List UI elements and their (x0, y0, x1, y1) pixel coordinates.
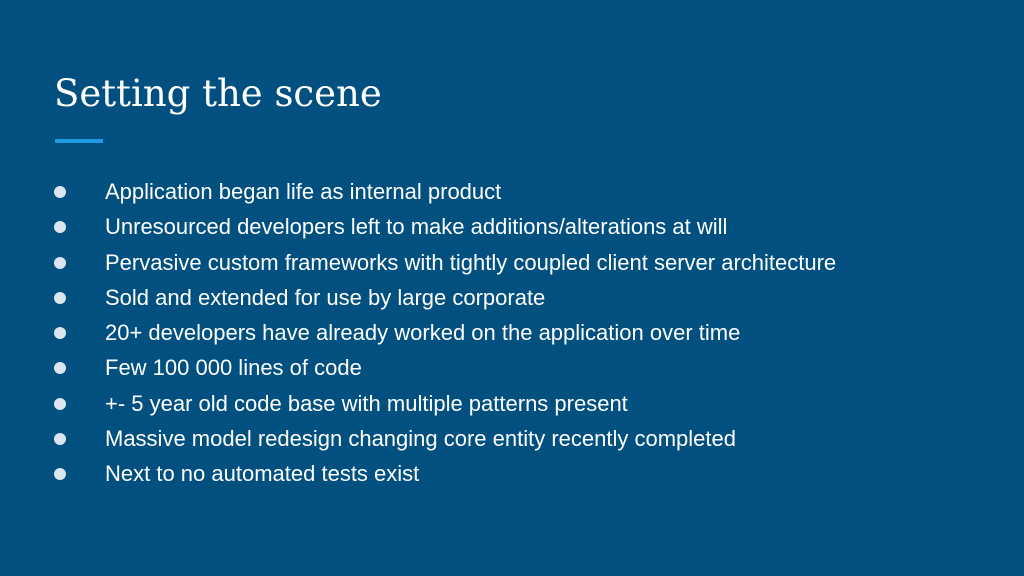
bullet-dot-icon (54, 327, 66, 340)
bullet-text: Few 100 000 lines of code (105, 355, 362, 381)
bullet-text: +- 5 year old code base with multiple pa… (105, 390, 628, 416)
bullet-text: Sold and extended for use by large corpo… (105, 284, 546, 310)
bullet-text: Pervasive custom frameworks with tightly… (105, 249, 837, 275)
title-accent-bar (55, 139, 103, 143)
bullet-dot-icon (54, 362, 66, 375)
bullet-text: Application began life as internal produ… (105, 179, 502, 204)
bullet-dot-icon (54, 186, 66, 198)
slide-title: Setting the scene (54, 72, 382, 115)
bullet-dot-icon (54, 291, 66, 304)
bullet-dot-icon (54, 221, 66, 234)
bullet-text: Massive model redesign changing core ent… (105, 426, 736, 452)
bullet-dot-icon (54, 468, 66, 481)
bullet-text: Next to no automated tests exist (105, 461, 420, 487)
bullet-dot-icon (54, 256, 66, 269)
bullet-dot-icon (54, 433, 66, 446)
bullet-text: 20+ developers have already worked on th… (105, 320, 741, 346)
bullet-text: Unresourced developers left to make addi… (105, 214, 728, 240)
bullet-dot-icon (54, 397, 66, 410)
